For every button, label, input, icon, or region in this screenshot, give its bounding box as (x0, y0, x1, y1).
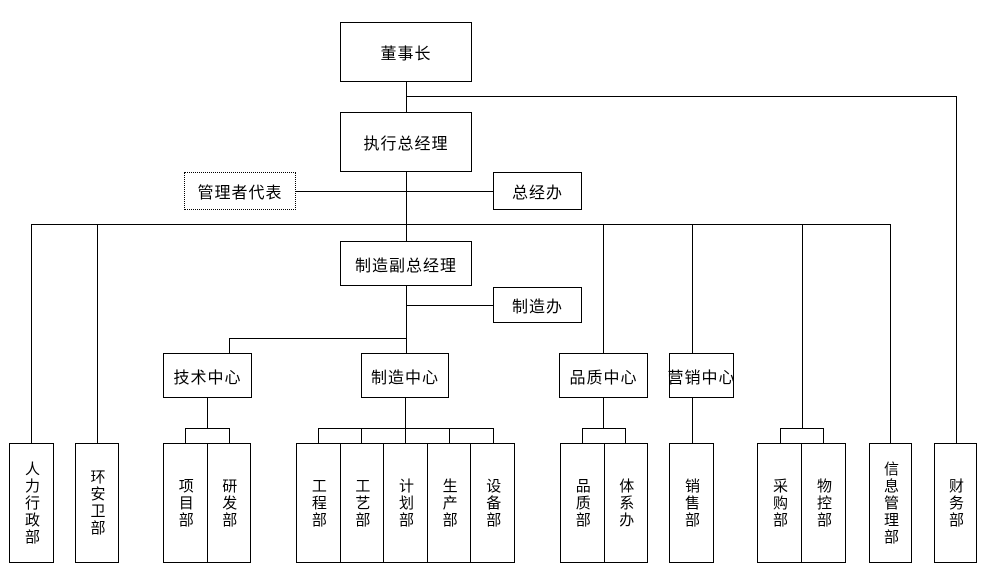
bracket-tick-engineering (318, 428, 319, 443)
box-quality-dept: 品质部 (561, 444, 604, 562)
connector-rail-to-info-mgmt (890, 224, 891, 443)
box-info-mgmt: 信息管理部 (869, 443, 912, 563)
box-group-quality-departments: 品质部 体系办 (560, 443, 648, 563)
box-production-label: 生产部 (440, 477, 458, 529)
connector-management-rep-to-gm-office (296, 191, 493, 192)
bracket-tick-craft (361, 428, 362, 443)
box-mfg-office-label: 制造办 (511, 299, 563, 316)
box-mfg-vice-gm-label: 制造副总经理 (354, 257, 457, 275)
connector-drop-into-tech-center (229, 338, 230, 353)
box-management-rep-label: 管理者代表 (197, 185, 283, 202)
box-marketing-center-label: 营销中心 (667, 369, 736, 387)
box-quality-center: 品质中心 (559, 353, 648, 398)
box-tech-center-label: 技术中心 (173, 369, 242, 387)
connector-to-mfg-office (406, 305, 493, 306)
box-ehs: 环安卫部 (75, 443, 119, 563)
box-system-office-label: 体系办 (617, 477, 635, 529)
bracket-purchasing-group (780, 428, 824, 429)
box-mfg-center-label: 制造中心 (370, 369, 439, 387)
box-sales-label: 销售部 (683, 477, 700, 529)
box-planning-label: 计划部 (397, 477, 414, 529)
connector-down-to-finance (956, 96, 957, 443)
box-planning: 计划部 (383, 444, 427, 562)
connector-chairman-to-executive-gm (406, 82, 407, 112)
connector-main-rail (31, 224, 890, 225)
box-system-office: 体系办 (603, 444, 648, 562)
box-material-control: 物控部 (801, 444, 845, 562)
box-executive-gm: 执行总经理 (340, 112, 472, 172)
box-purchasing: 采购部 (758, 444, 801, 562)
connector-chairman-branch-right (406, 96, 957, 97)
bracket-tick-production (449, 428, 450, 443)
box-mfg-center: 制造中心 (361, 353, 449, 398)
box-mfg-office: 制造办 (493, 287, 582, 323)
box-hr-admin: 人力行政部 (9, 443, 54, 563)
box-purchasing-label: 采购部 (771, 477, 788, 529)
box-marketing-center: 营销中心 (667, 353, 736, 398)
box-chairman-label: 董事长 (380, 46, 432, 63)
box-production: 生产部 (426, 444, 471, 562)
box-mfg-vice-gm: 制造副总经理 (340, 241, 472, 286)
box-gm-office-label: 总经办 (511, 185, 563, 202)
box-executive-gm-label: 执行总经理 (363, 136, 449, 153)
box-sales: 销售部 (669, 443, 714, 563)
box-engineering-label: 工程部 (309, 477, 327, 529)
box-group-supply-departments: 采购部 物控部 (757, 443, 846, 563)
connector-executive-gm-to-mfg-vice-gm (406, 172, 407, 241)
box-management-rep: 管理者代表 (184, 172, 296, 210)
box-craft: 工艺部 (339, 444, 384, 562)
bracket-mfg-group (318, 428, 494, 429)
box-group-mfg-departments: 工程部 工艺部 计划部 生产部 设备部 (296, 443, 515, 563)
bracket-quality-group (582, 428, 626, 429)
bracket-tick-quality-dept (582, 428, 583, 443)
connector-mfg-center-down (405, 398, 406, 428)
connector-rail-to-purchasing-group (802, 224, 803, 428)
box-material-control-label: 物控部 (815, 477, 832, 529)
box-engineering: 工程部 (297, 444, 340, 562)
box-ehs-label: 环安卫部 (88, 469, 106, 537)
box-project-label: 项目部 (176, 477, 194, 529)
box-group-tech-departments: 项目部 研发部 (163, 443, 251, 563)
box-chairman: 董事长 (340, 22, 472, 82)
connector-marketing-center-to-sales (692, 398, 693, 443)
box-rnd: 研发部 (206, 444, 251, 562)
box-finance: 财务部 (934, 443, 977, 563)
bracket-tick-material-control (823, 428, 824, 443)
box-equipment-label: 设备部 (484, 477, 502, 529)
box-rnd-label: 研发部 (220, 477, 238, 529)
box-quality-center-label: 品质中心 (569, 369, 638, 387)
bracket-tick-equipment (493, 428, 494, 443)
bracket-tick-planning (405, 428, 406, 443)
bracket-tick-rnd (229, 428, 230, 443)
connector-rail-to-ehs (97, 224, 98, 443)
box-project: 项目部 (164, 444, 207, 562)
bracket-tick-system-office (625, 428, 626, 443)
connector-rail-to-marketing-center (692, 224, 693, 353)
box-quality-dept-label: 品质部 (573, 477, 591, 529)
bracket-tick-project (185, 428, 186, 443)
box-tech-center: 技术中心 (163, 353, 252, 398)
box-gm-office: 总经办 (493, 172, 582, 210)
connector-quality-center-down (603, 398, 604, 428)
box-craft-label: 工艺部 (353, 477, 371, 529)
connector-tech-center-down (207, 398, 208, 428)
connector-mfg-vice-gm-to-mfg-center (406, 286, 407, 353)
bracket-tech-group (185, 428, 230, 429)
connector-rail-to-quality-center (603, 224, 604, 353)
box-finance-label: 财务部 (947, 477, 964, 529)
connector-rail-to-hr-admin (31, 224, 32, 443)
connector-branch-to-tech-center (229, 338, 406, 339)
bracket-tick-purchasing (780, 428, 781, 443)
box-equipment: 设备部 (470, 444, 514, 562)
box-info-mgmt-label: 信息管理部 (882, 460, 899, 546)
box-hr-admin-label: 人力行政部 (23, 460, 40, 546)
